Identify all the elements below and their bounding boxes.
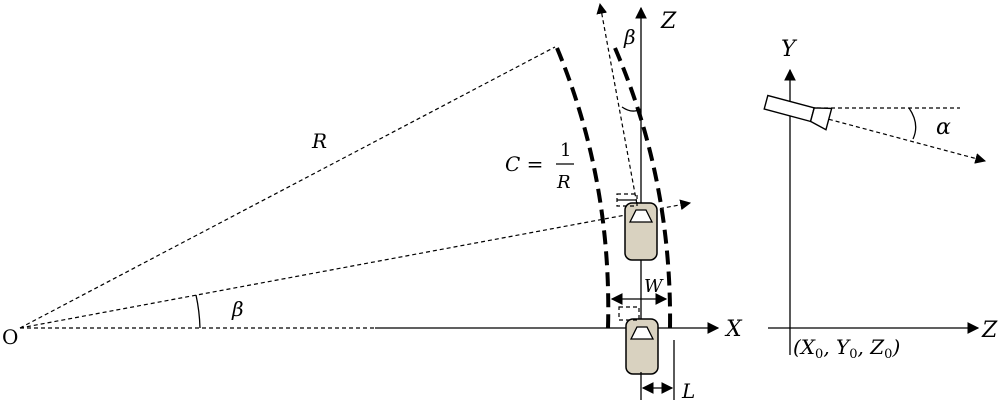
y-axis-label: Y xyxy=(781,37,798,62)
coords-sep-z: , Z xyxy=(858,335,886,359)
beta-angle-arc-bottom xyxy=(195,294,201,329)
width-label: W xyxy=(644,276,664,297)
vehicle-direction-ray xyxy=(19,199,692,329)
vehicle-lower xyxy=(618,306,659,375)
coords-sub-z: 0 xyxy=(884,347,892,362)
coords-close: ) xyxy=(891,335,900,359)
vehicle-lower-windshield xyxy=(629,326,655,340)
camera-body xyxy=(763,94,816,123)
beta-label-bottom: β xyxy=(231,297,244,321)
radius-line xyxy=(19,46,556,329)
curvature-lhs: C = xyxy=(505,152,543,176)
x-axis-label: X xyxy=(724,317,743,342)
vehicle-upper-camera-box xyxy=(616,193,638,207)
z-axis-top-label: Z xyxy=(660,9,677,34)
rays-from-origin xyxy=(19,46,692,329)
beta-angle-arc-top xyxy=(621,106,642,112)
coords-open: (X xyxy=(793,335,816,359)
length-label: L xyxy=(681,379,695,402)
camera-lens xyxy=(809,107,833,131)
heading-ray xyxy=(596,2,642,211)
alpha-label: α xyxy=(936,115,951,140)
curvature-denominator: R xyxy=(556,172,571,193)
main-axes xyxy=(375,6,720,334)
z-axis-right-label: Z xyxy=(981,318,998,343)
curvature-formula: C = 1 R xyxy=(505,140,574,193)
coords-sub-y: 0 xyxy=(849,347,857,362)
radius-label: R xyxy=(311,129,327,153)
dimensions xyxy=(610,293,675,400)
camera xyxy=(763,94,833,131)
vehicle-lower-camera-box xyxy=(618,306,640,321)
origin-label: O xyxy=(2,325,18,349)
beta-label-top: β xyxy=(623,25,636,49)
coords-sub-x: 0 xyxy=(815,347,823,362)
coords-sep-y: , Y xyxy=(823,335,851,359)
alpha-angle-arc xyxy=(908,107,917,140)
vehicle-upper xyxy=(616,193,658,261)
origin-coords-label: (X0, Y0, Z0) xyxy=(793,335,900,362)
vehicle-upper-windshield xyxy=(628,209,654,223)
curvature-numerator: 1 xyxy=(560,140,571,161)
